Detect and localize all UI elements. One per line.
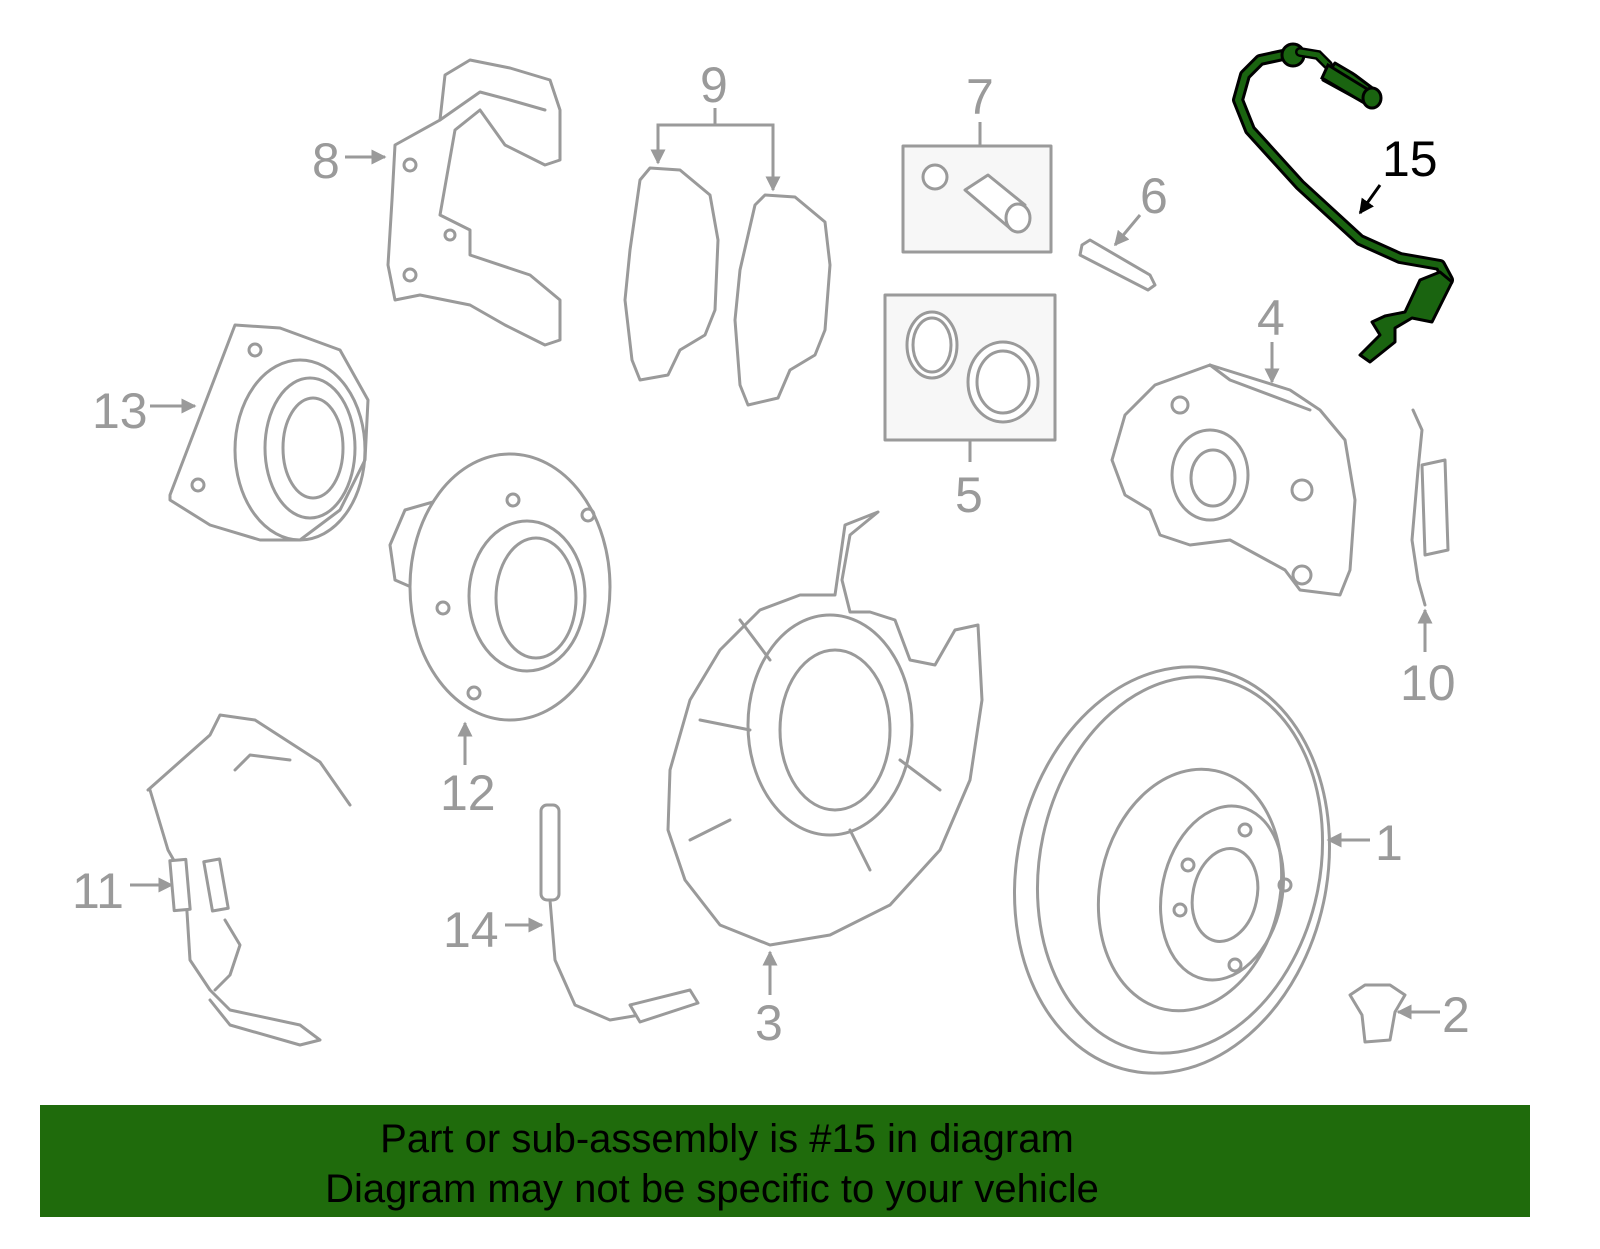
- part-8-caliper-carrier[interactable]: [386, 58, 562, 347]
- part-12-wheel-hub[interactable]: [388, 452, 612, 722]
- part-1-brake-rotor[interactable]: [978, 637, 1366, 1102]
- part-5-seal-kit[interactable]: [883, 293, 1057, 442]
- leader-line-15: [1358, 184, 1382, 215]
- callout-15[interactable]: 15: [1382, 131, 1438, 187]
- callout-10[interactable]: 10: [1400, 655, 1456, 711]
- part-2-bolt[interactable]: [1348, 983, 1407, 1044]
- part-4-caliper[interactable]: [1110, 363, 1357, 597]
- callout-13[interactable]: 13: [92, 383, 148, 439]
- part-6-guide-pin[interactable]: [1078, 238, 1157, 292]
- callout-3[interactable]: 3: [755, 995, 783, 1051]
- banner-line-1: Part or sub-assembly is #15 in diagram: [380, 1117, 1074, 1161]
- callout-4[interactable]: 4: [1257, 290, 1285, 346]
- callout-5[interactable]: 5: [955, 467, 983, 523]
- callout-8[interactable]: 8: [312, 133, 340, 189]
- part-9-brake-pads[interactable]: [623, 108, 832, 407]
- banner-line-2: Diagram may not be specific to your vehi…: [325, 1167, 1099, 1211]
- callout-6[interactable]: 6: [1140, 168, 1168, 224]
- callout-12[interactable]: 12: [440, 765, 496, 821]
- leader-line-6: [1113, 214, 1142, 247]
- callout-11[interactable]: 11: [72, 863, 124, 919]
- part-15-brake-wear-sensor-highlighted[interactable]: [1232, 42, 1454, 364]
- callout-9[interactable]: 9: [700, 57, 728, 113]
- callout-2[interactable]: 2: [1442, 987, 1470, 1043]
- callout-1[interactable]: 1: [1375, 815, 1403, 871]
- part-11-wear-sensor[interactable]: [146, 711, 352, 1047]
- callout-14[interactable]: 14: [443, 902, 499, 958]
- part-10-anti-rattle-spring[interactable]: [1410, 408, 1450, 607]
- part-3-splash-shield[interactable]: [666, 510, 984, 947]
- part-14-abs-sensor[interactable]: [539, 803, 700, 1024]
- callout-7[interactable]: 7: [966, 69, 994, 125]
- info-banner: Part or sub-assembly is #15 in diagram D…: [40, 1105, 1530, 1217]
- part-13-wheel-bearing[interactable]: [168, 323, 370, 542]
- part-7-guide-bolt-kit[interactable]: [901, 144, 1053, 254]
